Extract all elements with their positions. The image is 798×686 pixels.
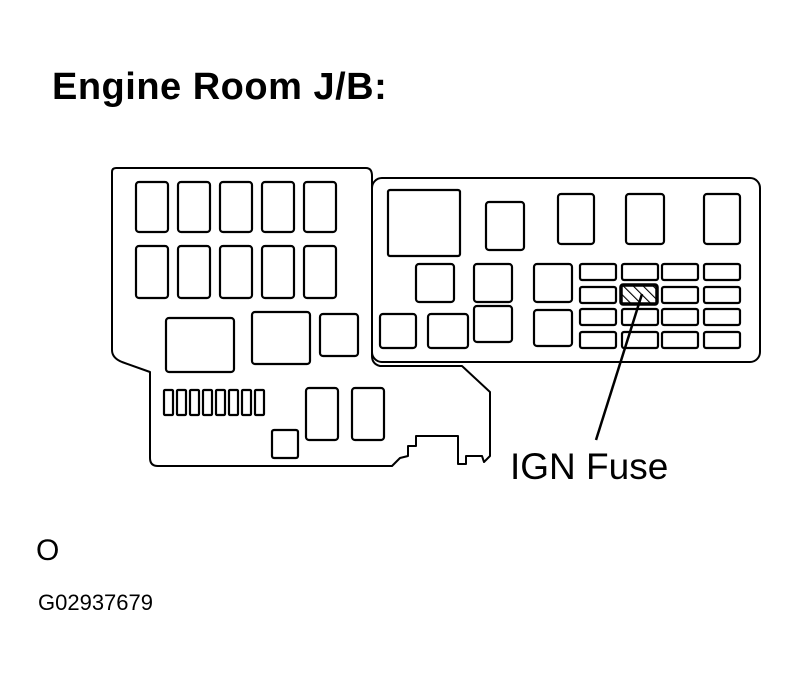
relay-row-second	[134, 244, 338, 300]
relay-row-top	[134, 180, 338, 234]
relay	[556, 192, 596, 246]
figure-code: G02937679	[38, 590, 153, 615]
relay	[260, 180, 296, 234]
relay	[218, 180, 254, 234]
relay	[302, 180, 338, 234]
relay	[484, 200, 526, 252]
relay	[624, 192, 666, 246]
fuse	[578, 330, 618, 350]
mini-fuse	[214, 388, 227, 417]
relay	[318, 312, 360, 358]
fuse	[702, 262, 742, 282]
relay	[472, 262, 514, 304]
relay	[218, 244, 254, 300]
mini-fuse	[240, 388, 253, 417]
relay	[176, 180, 212, 234]
fuse	[620, 262, 660, 282]
relay	[260, 244, 296, 300]
relay	[378, 312, 418, 350]
fuse	[660, 285, 700, 305]
relay	[176, 244, 212, 300]
fuse-grid	[578, 262, 742, 350]
fuse	[660, 307, 700, 327]
relay	[414, 262, 456, 304]
fuse	[660, 330, 700, 350]
mini-fuse	[201, 388, 214, 417]
relay	[426, 312, 470, 350]
large-relay	[164, 316, 236, 374]
fuse	[702, 307, 742, 327]
fuse	[660, 262, 700, 282]
fuse	[702, 330, 742, 350]
large-relay	[250, 310, 312, 366]
relay	[350, 386, 386, 442]
mini-fuse	[227, 388, 240, 417]
mini-fuse	[162, 388, 175, 417]
view-mark: O	[36, 534, 60, 567]
fuse	[578, 262, 618, 282]
relay	[304, 386, 340, 442]
mini-fuse	[188, 388, 201, 417]
relay	[472, 304, 514, 344]
relay	[702, 192, 742, 246]
mini-fuse	[175, 388, 188, 417]
mini-fuse	[253, 388, 266, 417]
relay	[134, 180, 170, 234]
relay	[302, 244, 338, 300]
ign-fuse-callout-label: IGN Fuse	[510, 446, 669, 487]
fuse	[578, 285, 618, 305]
large-relay	[386, 188, 462, 258]
mini-fuse-strip	[162, 388, 266, 417]
relay	[532, 262, 574, 304]
diagram-title: Engine Room J/B:	[52, 66, 388, 108]
fuse	[702, 285, 742, 305]
callout-leader-line	[594, 293, 644, 441]
relay	[134, 244, 170, 300]
fuse	[620, 330, 660, 350]
relay	[532, 308, 574, 348]
fuse	[620, 307, 660, 327]
fuse	[578, 307, 618, 327]
connector	[270, 428, 300, 460]
